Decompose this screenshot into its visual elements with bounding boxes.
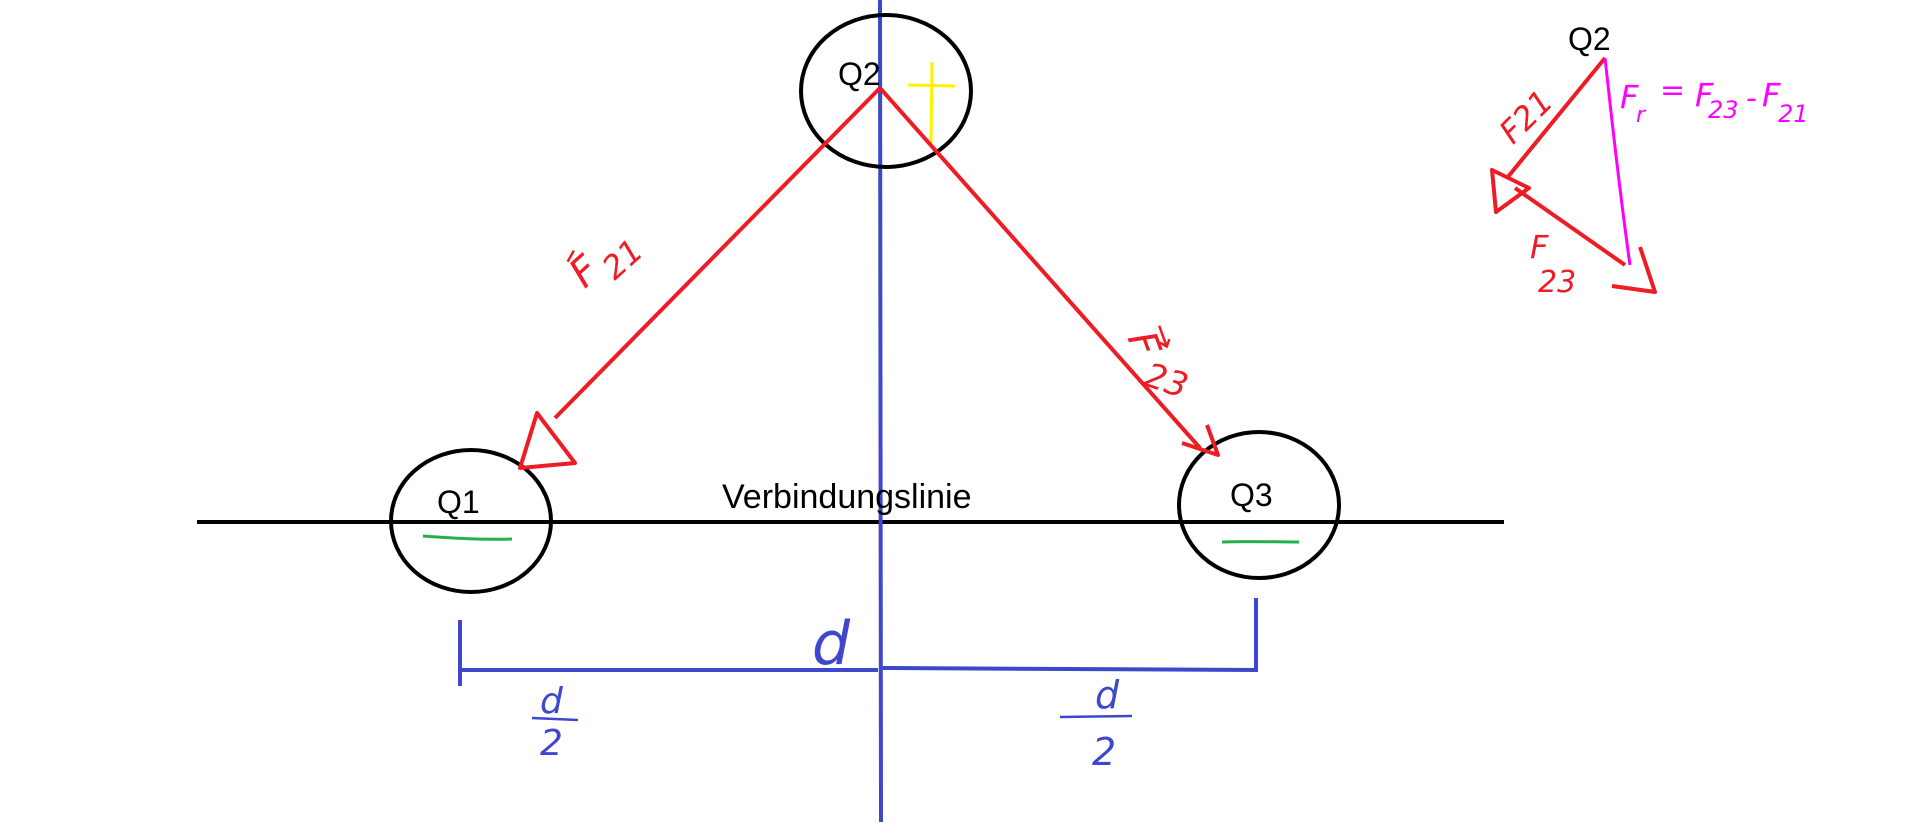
distance-total-label: d: [812, 609, 851, 679]
force-f21-arrow-line: [553, 86, 882, 420]
svg-text:d: d: [1095, 673, 1120, 717]
force-f23-subscript: 23: [1139, 355, 1193, 406]
distance-half-left: d 2: [531, 681, 579, 764]
force-f23-label: F: [1118, 325, 1171, 363]
distance-bracket: [458, 598, 1258, 686]
symmetry-axis: [878, 0, 883, 823]
inset-f23-label: F: [1530, 228, 1549, 266]
svg-text:d: d: [540, 681, 564, 722]
svg-text:-: -: [1746, 81, 1757, 116]
inset-resultant-formula: F r = F 23 - F 21: [1620, 73, 1809, 128]
inset-charge-q2-label: Q2: [1568, 21, 1611, 57]
inset-f23-line: [1513, 186, 1627, 267]
inset-f21-line: [1505, 56, 1607, 180]
svg-text:F: F: [1620, 78, 1639, 116]
force-f21-arrowhead: [518, 411, 577, 470]
force-f23-arrow-line: [878, 86, 1202, 450]
force-f23-arrowhead: [1181, 424, 1220, 457]
inset-f21-arrowhead: [1490, 168, 1531, 214]
inset-f23-subscript: 23: [1538, 265, 1576, 300]
svg-text:=: =: [1660, 73, 1685, 108]
vector-addition-inset: Q2 F21 F 23 F r = F 23 - F 21: [1490, 21, 1809, 300]
svg-text:F: F: [1695, 76, 1714, 114]
svg-text:2: 2: [1092, 730, 1116, 774]
svg-text:2: 2: [540, 723, 563, 764]
distance-half-right: d 2: [1059, 673, 1133, 774]
charge-q2-label: Q2: [838, 56, 881, 92]
inset-f23-arrowhead: [1611, 246, 1657, 294]
svg-text:23: 23: [1708, 96, 1739, 124]
svg-text:F: F: [1762, 76, 1781, 114]
inset-resultant-line: [1603, 57, 1632, 266]
charge-q1-circle: [389, 448, 553, 594]
charge-q3-label: Q3: [1230, 477, 1273, 513]
svg-text:r: r: [1636, 103, 1647, 128]
plus-sign: [907, 61, 956, 144]
charge-q2-circle: [799, 13, 973, 169]
q1-minus-sign: [422, 534, 513, 541]
connection-line-label: Verbindungslinie: [722, 478, 972, 516]
charge-q1-label: Q1: [437, 484, 480, 520]
force-f21-label: F 21: [561, 231, 651, 296]
inset-f21-label: F21: [1492, 82, 1561, 151]
svg-text:21: 21: [1778, 100, 1809, 128]
charge-q3-circle: [1177, 430, 1341, 580]
